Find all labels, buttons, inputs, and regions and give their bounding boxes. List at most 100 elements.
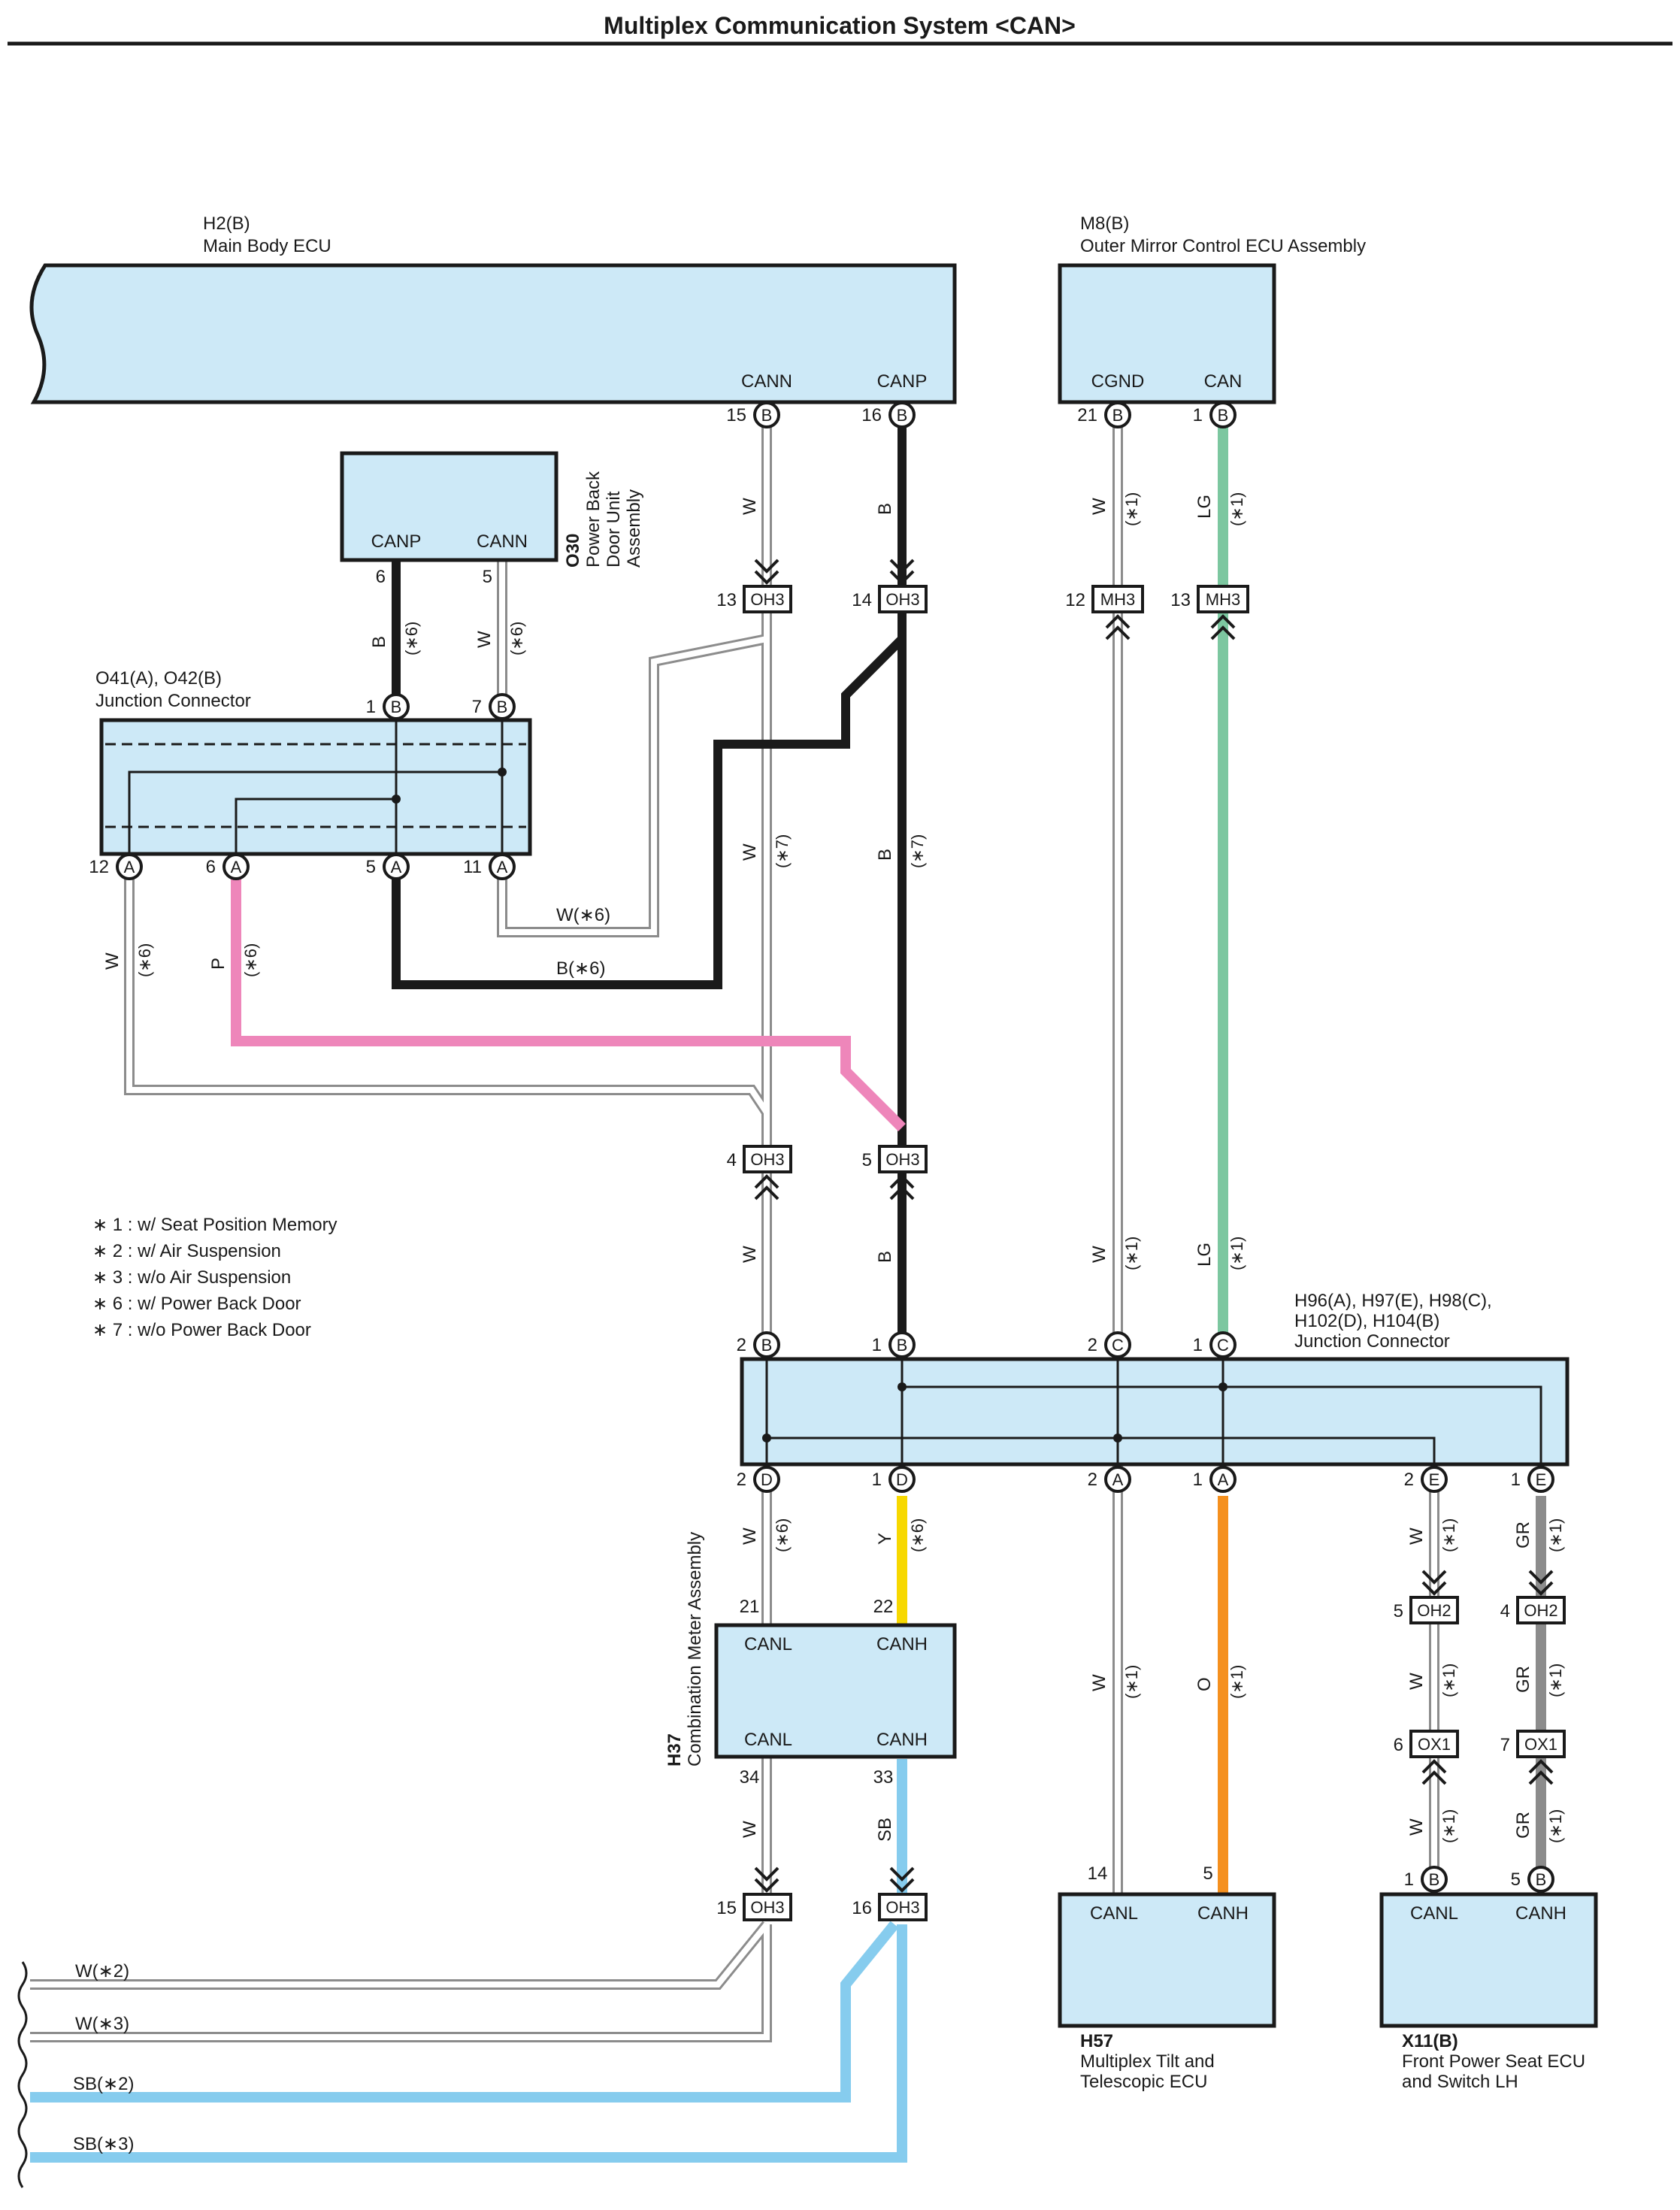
svg-text:16: 16 xyxy=(852,1898,872,1918)
seat-pin-num-2: 5 xyxy=(1511,1869,1521,1890)
jc2-bot-pin-letter-1: D xyxy=(761,1470,773,1489)
svg-text:(∗6): (∗6) xyxy=(507,622,526,655)
jc2-bot-pin-num-1: 2 xyxy=(737,1470,746,1490)
jc1-bot-pin-num-3: 5 xyxy=(366,857,376,877)
svg-text:4: 4 xyxy=(1500,1601,1510,1621)
svg-text:W: W xyxy=(740,498,760,515)
jc2-top-pin-letter-1: B xyxy=(761,1336,773,1355)
jc2-bot-pin-num-3: 2 xyxy=(1088,1470,1097,1490)
svg-text:OH3: OH3 xyxy=(885,590,919,609)
connector-oh2-5: OH2 5 xyxy=(1394,1570,1459,1624)
connector-ox1-7: OX1 7 xyxy=(1500,1730,1566,1785)
note-4: ∗ 6 : w/ Power Back Door xyxy=(92,1294,301,1314)
svg-text:GR: GR xyxy=(1513,1666,1533,1693)
seat-pin-canh: CANH xyxy=(1515,1903,1566,1924)
component-combination-meter: CANL CANH CANL CANH 21 22 34 33 H37 Comb… xyxy=(664,1532,957,1788)
tilt-name-2: Telescopic ECU xyxy=(1080,2072,1207,2092)
jc2-top-pin-letter-3: C xyxy=(1112,1336,1124,1355)
main-body-ecu-pin-canp: CANP xyxy=(877,371,928,392)
mirror-ecu-name: Outer Mirror Control ECU Assembly xyxy=(1080,236,1366,256)
connector-mh3-12: MH3 12 xyxy=(1065,585,1144,640)
jc2-bot-pin-letter-2: D xyxy=(896,1470,908,1489)
svg-text:15: 15 xyxy=(716,1898,737,1918)
svg-text:OX1: OX1 xyxy=(1524,1735,1557,1754)
main-body-ecu-name: Main Body ECU xyxy=(203,236,331,256)
meter-pin-top-canl: CANL xyxy=(744,1634,792,1654)
diagram-title: Multiplex Communication System <CAN> xyxy=(604,12,1076,39)
wire-w2-bottom xyxy=(30,1921,771,1990)
svg-text:SB: SB xyxy=(875,1818,895,1842)
connector-oh3-14: OH3 14 xyxy=(852,559,928,613)
svg-text:W: W xyxy=(1089,1674,1109,1691)
jc2-bot-pin-letter-5: E xyxy=(1429,1470,1440,1489)
seat-pin-letter-1: B xyxy=(1429,1870,1440,1889)
backdoor-id: O30 xyxy=(563,534,583,568)
jc2-bot-pin-num-2: 1 xyxy=(872,1470,882,1490)
jc1-bot-pin-letter-3: A xyxy=(391,858,402,876)
jc2-top-pin-num-3: 2 xyxy=(1088,1335,1097,1355)
svg-text:W: W xyxy=(1089,498,1109,515)
bottom-label-sb2: SB(∗2) xyxy=(73,2074,134,2094)
bottom-label-w2: W(∗2) xyxy=(75,1961,129,1981)
svg-text:OH3: OH3 xyxy=(750,1898,784,1917)
seat-pin-letter-2: B xyxy=(1536,1870,1547,1889)
meter-name: Combination Meter Assembly xyxy=(685,1532,705,1766)
jc2-bot-pin-num-4: 1 xyxy=(1193,1470,1203,1490)
mirror-ecu-id: M8(B) xyxy=(1080,213,1129,234)
svg-text:(∗1): (∗1) xyxy=(1227,1665,1246,1699)
jc1-bot-pin-num-2: 6 xyxy=(206,857,216,877)
tilt-pin-num-5: 5 xyxy=(1203,1863,1212,1884)
svg-text:(∗7): (∗7) xyxy=(773,834,792,868)
main-body-ecu-pin-cann: CANN xyxy=(741,371,792,392)
svg-text:OH3: OH3 xyxy=(750,590,784,609)
svg-text:(∗1): (∗1) xyxy=(1546,1664,1565,1697)
svg-text:Y: Y xyxy=(875,1533,895,1545)
main-body-ecu-id: H2(B) xyxy=(203,213,250,234)
svg-text:OH2: OH2 xyxy=(1417,1601,1451,1620)
wire-p-jc1-6 xyxy=(231,864,906,1131)
svg-text:7: 7 xyxy=(1500,1735,1510,1755)
svg-text:GR: GR xyxy=(1513,1521,1533,1549)
wire-b6-canp-loop xyxy=(392,635,906,989)
jc1-top-pin-num-1: 1 xyxy=(366,697,376,717)
svg-text:OH2: OH2 xyxy=(1524,1601,1557,1620)
jc1-bot-pin-letter-4: A xyxy=(497,858,508,876)
bottom-wire-labels: W(∗2) W(∗3) SB(∗2) SB(∗3) xyxy=(73,1961,134,2154)
mirror-ecu-pin-num-1: 21 xyxy=(1077,405,1097,425)
connector-mh3-13: MH3 13 xyxy=(1170,585,1249,640)
component-tilt-telescopic-ecu: CANL CANH 14 5 H57 Multiplex Tilt and Te… xyxy=(1058,1863,1276,2092)
svg-text:OX1: OX1 xyxy=(1418,1735,1451,1754)
jc2-top-pin-letter-2: B xyxy=(897,1336,908,1355)
svg-text:(∗1): (∗1) xyxy=(1227,1237,1246,1270)
svg-text:13: 13 xyxy=(716,590,737,610)
svg-text:W: W xyxy=(740,1246,760,1263)
jc2-bot-pin-letter-4: A xyxy=(1218,1470,1229,1489)
jc1-top-pin-letter-2: B xyxy=(497,698,508,716)
connector-oh2-4: OH2 4 xyxy=(1500,1570,1566,1624)
option-notes: ∗ 1 : w/ Seat Position Memory ∗ 2 : w/ A… xyxy=(92,1215,338,1340)
seat-pin-canl: CANL xyxy=(1410,1903,1458,1924)
connector-ox1-6: OX1 6 xyxy=(1394,1730,1459,1785)
svg-text:B: B xyxy=(875,1251,895,1263)
svg-text:OH3: OH3 xyxy=(885,1150,919,1169)
label-b6: B(∗6) xyxy=(556,958,605,979)
note-2: ∗ 2 : w/ Air Suspension xyxy=(92,1241,281,1261)
connector-oh3-13: OH3 13 xyxy=(716,559,792,613)
svg-text:LG: LG xyxy=(1194,495,1215,519)
note-5: ∗ 7 : w/o Power Back Door xyxy=(92,1320,311,1340)
seat-name-2: and Switch LH xyxy=(1402,2072,1518,2092)
svg-text:5: 5 xyxy=(1394,1601,1403,1621)
tilt-pin-canh: CANH xyxy=(1197,1903,1249,1924)
svg-text:12: 12 xyxy=(1065,590,1085,610)
svg-text:OH3: OH3 xyxy=(750,1150,784,1169)
wire-labels: W B W (∗1) LG (∗1) B (∗6) W (∗6) W (∗7) … xyxy=(102,492,1565,1843)
svg-text:W: W xyxy=(1406,1527,1427,1545)
component-main-body-ecu: H2(B) Main Body ECU CANN CANP B B 15 16 xyxy=(29,213,957,428)
component-junction-connector-o41: O41(A), O42(B) Junction Connector B 1 B … xyxy=(89,668,532,880)
backdoor-pin-canp: CANP xyxy=(371,531,422,552)
svg-text:(∗7): (∗7) xyxy=(908,834,927,868)
svg-text:MH3: MH3 xyxy=(1100,590,1135,609)
jc2-id-2: H102(D), H104(B) xyxy=(1294,1311,1439,1331)
tilt-pin-num-14: 14 xyxy=(1088,1863,1108,1884)
component-outer-mirror-ecu: M8(B) Outer Mirror Control ECU Assembly … xyxy=(1058,213,1366,428)
